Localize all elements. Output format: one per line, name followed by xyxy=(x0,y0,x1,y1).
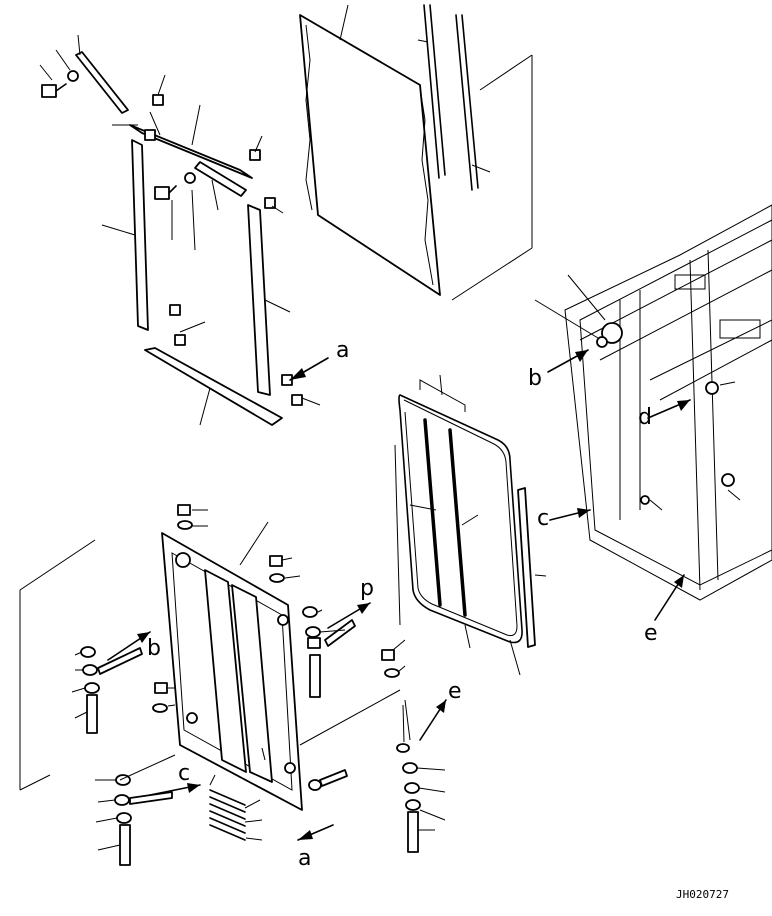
screw-top xyxy=(75,51,129,114)
bolt-top xyxy=(41,84,57,98)
clip-6 xyxy=(174,334,186,346)
arrow-e-bottom xyxy=(436,700,446,713)
label-e-bottom: e xyxy=(448,679,462,704)
glass-edge-right xyxy=(419,87,434,286)
cab-bolt-top xyxy=(601,322,623,344)
cab-outline xyxy=(564,204,772,601)
reference-labels: a a b b c c d d e e xyxy=(147,338,658,871)
arrow-d xyxy=(677,400,690,411)
label-a-top: a xyxy=(336,338,349,363)
door-channel-right xyxy=(231,584,273,783)
glass-panel-group xyxy=(299,4,533,301)
door-channel-left xyxy=(204,569,247,773)
label-b-right: b xyxy=(528,366,542,391)
cab-bolt-d xyxy=(705,381,719,395)
right-rail xyxy=(247,204,271,396)
label-c-left: c xyxy=(178,761,190,786)
arrow-e-right xyxy=(674,575,684,588)
label-d-bottom: d xyxy=(360,577,374,602)
arrow-b-right xyxy=(575,350,588,362)
drawing-code: JH020727 xyxy=(676,888,729,901)
glass-strip-a xyxy=(423,418,442,607)
window-seal xyxy=(398,394,523,644)
label-d-right: d xyxy=(638,405,652,430)
cab-frame xyxy=(534,204,772,621)
arrow-c-right xyxy=(577,508,590,518)
cab-bolt-right xyxy=(721,473,735,487)
clip-5 xyxy=(169,304,181,316)
clip-3 xyxy=(249,149,261,161)
clip-2 xyxy=(144,129,156,141)
rubber-strip-1 xyxy=(429,4,446,176)
clip-1 xyxy=(152,94,164,106)
label-b-left: b xyxy=(147,636,161,661)
label-c-right: c xyxy=(537,506,549,531)
screw-middle xyxy=(194,161,247,197)
window-seal-group xyxy=(394,374,547,676)
glass-edge-left xyxy=(305,24,313,211)
glass-strip-b xyxy=(448,428,467,617)
rubber-strip-2 xyxy=(455,14,473,191)
label-a-bottom: a xyxy=(298,846,311,871)
weather-strip xyxy=(517,487,536,648)
left-rail xyxy=(131,139,149,331)
bottom-rail xyxy=(144,347,283,426)
arrow-a-top xyxy=(290,368,306,380)
top-rail xyxy=(129,124,253,179)
leaders-door xyxy=(71,509,446,851)
arrow-d-bottom xyxy=(357,603,370,614)
shim-stack xyxy=(209,789,246,841)
washer-top xyxy=(67,70,79,82)
label-e-right: e xyxy=(644,621,658,646)
glass-panel xyxy=(299,14,441,296)
clip-8 xyxy=(291,394,303,406)
washer-mid xyxy=(184,172,196,184)
clip-7 xyxy=(281,374,293,386)
arrow-c-left xyxy=(187,783,200,793)
leaders-frame xyxy=(39,34,321,426)
arrow-a-bottom xyxy=(298,830,313,840)
arrow-b-left xyxy=(137,632,150,643)
bolt-mid xyxy=(154,186,170,200)
clip-4 xyxy=(264,197,276,209)
frame-assembly xyxy=(39,34,329,426)
door-frame-group xyxy=(19,504,447,866)
